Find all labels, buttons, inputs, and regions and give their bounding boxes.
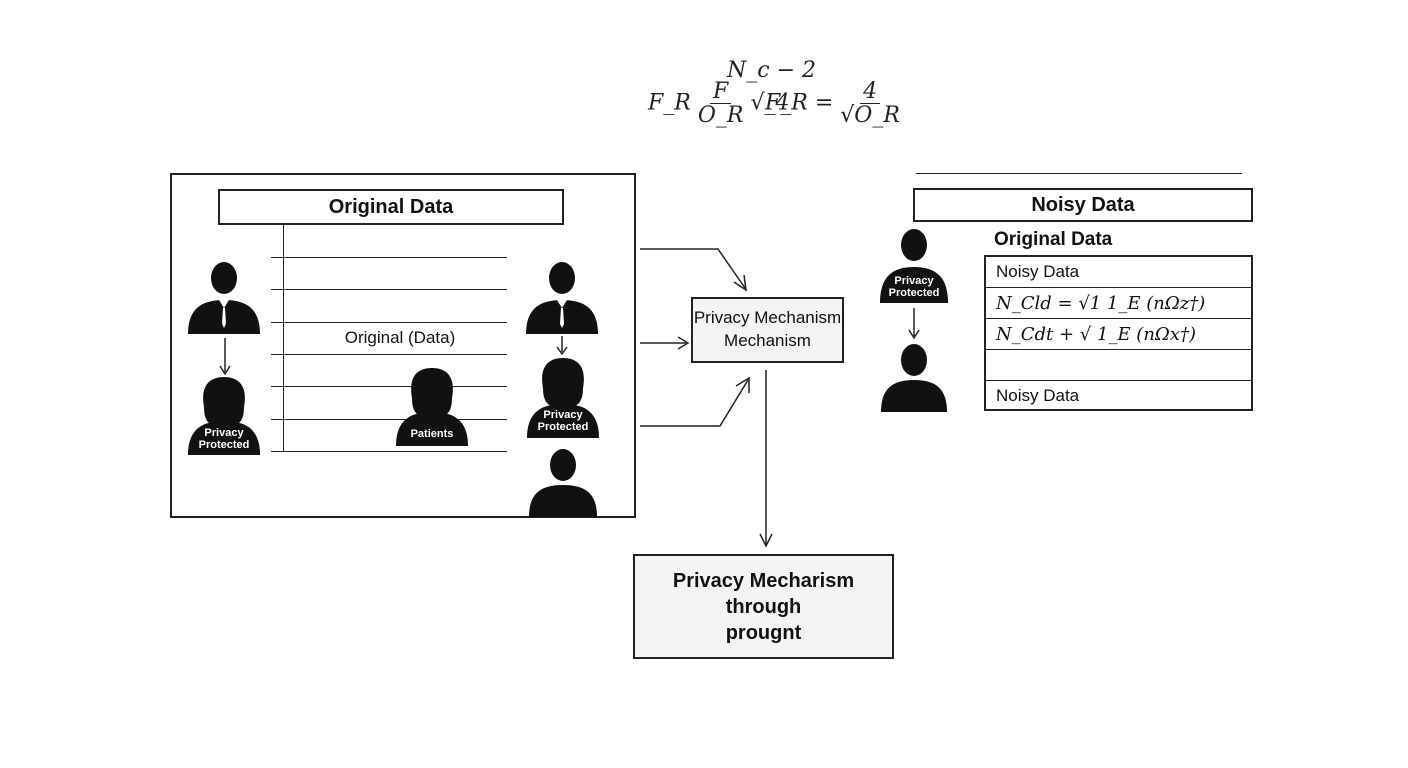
original-data-title: Original Data xyxy=(218,189,564,225)
original-table-line xyxy=(271,289,507,290)
privacy-protected-badge: Privacy Protected xyxy=(888,275,940,299)
person-male-icon xyxy=(529,449,597,517)
privacy-protected-badge: Privacy Protected xyxy=(537,409,589,433)
flow-arrows xyxy=(640,248,773,548)
privacy-protected-badge: Privacy Protected xyxy=(198,427,250,451)
original-table-line xyxy=(271,257,507,258)
down-arrow-icon xyxy=(556,336,568,356)
down-arrow-icon xyxy=(908,308,920,340)
noisy-data-table: Noisy Data N_Cld = √1 1_E (nΩz†) N_Cdt +… xyxy=(984,255,1253,411)
original-data-panel xyxy=(170,173,636,518)
noisy-panel-subtitle: Original Data xyxy=(994,229,1113,250)
formula-left: F_R F O_R √_4 xyxy=(648,79,790,129)
formula-left-fraction: F O_R xyxy=(697,79,744,129)
noisy-table-row: Noisy Data xyxy=(996,386,1080,405)
person-female-icon xyxy=(396,368,468,446)
noisy-table-row: N_Cld = √1 1_E (nΩz†) xyxy=(986,288,1251,319)
person-female-icon xyxy=(527,358,599,438)
person-icon xyxy=(880,229,948,303)
noisy-data-title: Noisy Data xyxy=(913,188,1253,222)
formula-right-fraction: 4 √O_R xyxy=(840,79,900,129)
privacy-mechanism-output-box: Privacy Mecharism through prougnt xyxy=(633,554,894,659)
formula-top: N_c − 2 xyxy=(727,58,816,83)
original-table-line xyxy=(271,451,507,452)
original-table-line xyxy=(271,354,507,355)
formula-right: F_R = 4 √O_R xyxy=(765,79,900,129)
noisy-table-row: Noisy Data xyxy=(986,257,1251,288)
noisy-panel-top-rule xyxy=(916,173,1242,174)
person-female-icon xyxy=(188,377,260,455)
patients-badge: Patients xyxy=(410,428,454,440)
noisy-table-row xyxy=(986,350,1251,381)
original-table-line xyxy=(271,419,507,420)
privacy-mechanism-box: Privacy Mechanism Mechanism xyxy=(691,297,844,363)
person-male-icon xyxy=(188,262,260,334)
person-male-icon xyxy=(526,262,598,334)
original-table-line xyxy=(271,322,507,323)
down-arrow-icon xyxy=(219,338,231,376)
person-icon xyxy=(881,344,947,412)
original-center-label: Original (Data) xyxy=(330,328,470,348)
original-table-line xyxy=(271,386,507,387)
original-table-vertical-line xyxy=(283,225,284,452)
noisy-table-row: N_Cdt + √ 1_E (nΩx†) xyxy=(986,319,1251,350)
